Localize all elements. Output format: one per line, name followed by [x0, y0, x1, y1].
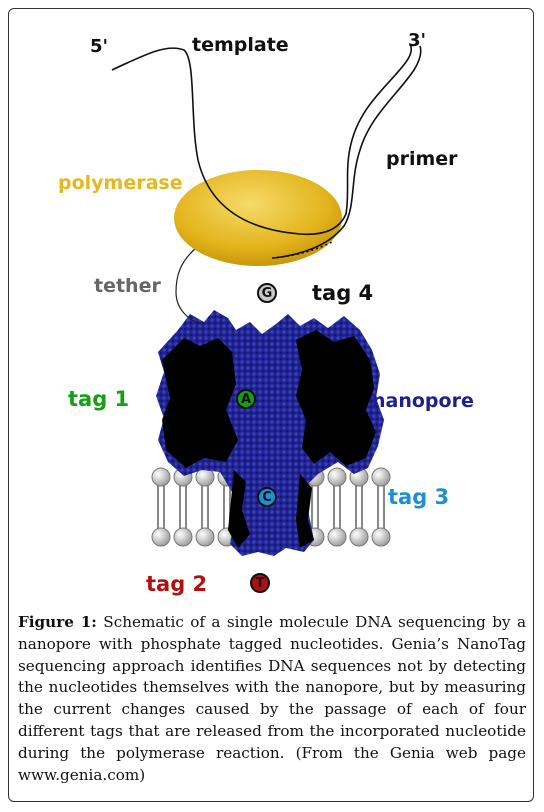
- tether-line: [175, 247, 205, 325]
- nanopore-structure: [156, 310, 384, 556]
- caption-label: Figure 1:: [18, 613, 97, 631]
- tag2-label: tag 2: [146, 572, 208, 596]
- tether-label: tether: [94, 275, 161, 297]
- figure-illustration: [111, 43, 422, 556]
- template-label: template: [192, 34, 289, 56]
- nucleotide-t-bead: T: [250, 573, 270, 593]
- three-prime-label: 3': [408, 30, 427, 51]
- figure-caption: Figure 1: Schematic of a single molecule…: [18, 612, 526, 786]
- nucleotide-a-bead: A: [236, 389, 256, 409]
- primer-label: primer: [386, 148, 458, 170]
- nucleotide-g-bead: G: [257, 283, 277, 303]
- caption-text: Schematic of a single molecule DNA seque…: [18, 613, 527, 784]
- primer-strand: [273, 45, 422, 259]
- five-prime-label: 5': [90, 36, 109, 57]
- tag1-label: tag 1: [68, 387, 130, 411]
- polymerase-label: polymerase: [58, 172, 183, 194]
- primer-dotted: [271, 241, 333, 259]
- template-strand: [111, 43, 412, 236]
- nanopore-label: nanopore: [372, 390, 474, 412]
- tag3-label: tag 3: [388, 485, 450, 509]
- polymerase-blob: [174, 170, 342, 266]
- figure-frame: [8, 8, 534, 802]
- tag4-label: tag 4: [312, 281, 374, 305]
- nucleotide-c-bead: C: [257, 487, 277, 507]
